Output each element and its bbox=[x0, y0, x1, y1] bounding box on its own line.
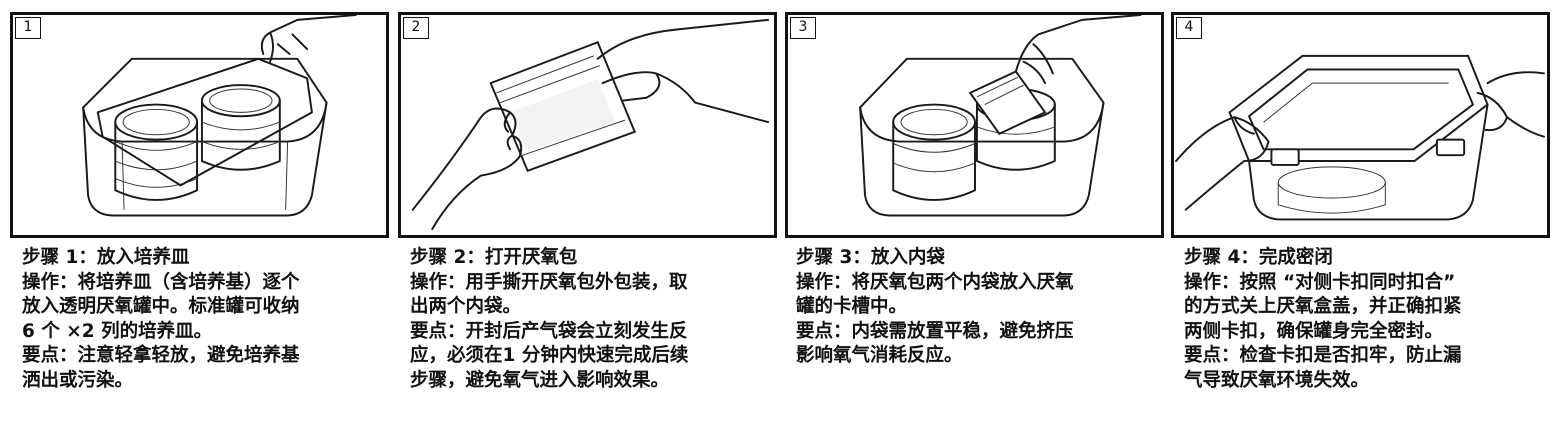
step-4-caption: 步骤 4：完成密闭 操作：按照 “对侧卡扣同时扣合” 的方式关上厌氧盒盖，并正确… bbox=[1184, 246, 1556, 394]
step-3-caption: 步骤 3：放入内袋 操作：将厌氧包两个内袋放入厌氧 罐的卡槽中。 要点：内袋需放… bbox=[796, 246, 1168, 369]
caption-line: 洒出或污染。 bbox=[22, 369, 134, 391]
caption-line: 操作：将厌氧包两个内袋放入厌氧 bbox=[796, 271, 1074, 293]
caption-line: 应，必须在1 分钟内快速完成后续 bbox=[410, 345, 689, 367]
step-number-badge: 4 bbox=[1176, 17, 1202, 39]
caption-line: 影响氧气消耗反应。 bbox=[796, 345, 963, 367]
caption-line: 操作：用手撕开厌氧包外包装，取 bbox=[410, 271, 688, 293]
caption-title: 步骤 2：打开厌氧包 bbox=[410, 247, 578, 268]
step-number-badge: 2 bbox=[403, 17, 429, 39]
caption-line: 气导致厌氧环境失效。 bbox=[1184, 369, 1370, 391]
step-number-badge: 1 bbox=[15, 17, 41, 39]
caption-line: 罐的卡槽中。 bbox=[796, 296, 908, 318]
step-2-caption: 步骤 2：打开厌氧包 操作：用手撕开厌氧包外包装，取 出两个内袋。 要点：开封后… bbox=[410, 246, 782, 394]
caption-title: 步骤 1：放入培养皿 bbox=[22, 247, 190, 268]
caption-line: 操作：按照 “对侧卡扣同时扣合” bbox=[1184, 271, 1456, 293]
tearing-anaerobic-pack-drawing bbox=[411, 18, 770, 231]
caption-title: 步骤 4：完成密闭 bbox=[1184, 247, 1333, 268]
step-2-illustration: 2 bbox=[398, 12, 777, 238]
caption-title: 步骤 3：放入内袋 bbox=[796, 247, 945, 268]
container-with-dishes-drawing bbox=[82, 15, 357, 217]
step-3-illustration: 3 bbox=[785, 12, 1164, 238]
step-number-badge: 3 bbox=[790, 17, 816, 39]
caption-line: 操作：将培养皿（含培养基）逐个 bbox=[22, 271, 300, 293]
caption-line: 出两个内袋。 bbox=[410, 296, 522, 318]
caption-line: 的方式关上厌氧盒盖，并正确扣紧 bbox=[1184, 296, 1462, 318]
step-1-caption: 步骤 1：放入培养皿 操作：将培养皿（含培养基）逐个 放入透明厌氧罐中。标准罐可… bbox=[22, 246, 394, 394]
placing-inner-bags-drawing bbox=[859, 15, 1142, 217]
step-1-illustration: 1 bbox=[10, 12, 389, 238]
closing-lid-drawing bbox=[1175, 54, 1545, 221]
step-4-illustration: 4 bbox=[1171, 12, 1550, 238]
caption-line: 要点：内袋需放置平稳，避免挤压 bbox=[796, 320, 1074, 342]
caption-line: 要点：开封后产气袋会立刻发生反 bbox=[410, 320, 688, 342]
caption-line: 两侧卡扣，确保罐身完全密封。 bbox=[1184, 320, 1444, 342]
caption-line: 要点：注意轻拿轻放，避免培养基 bbox=[22, 345, 300, 367]
caption-line: 步骤，避免氧气进入影响效果。 bbox=[410, 369, 670, 391]
caption-line: 放入透明厌氧罐中。标准罐可收纳 bbox=[22, 296, 300, 318]
caption-line: 要点：检查卡扣是否扣牢，防止漏 bbox=[1184, 345, 1462, 367]
caption-line: 6 个 ×2 列的培养皿。 bbox=[22, 320, 213, 342]
